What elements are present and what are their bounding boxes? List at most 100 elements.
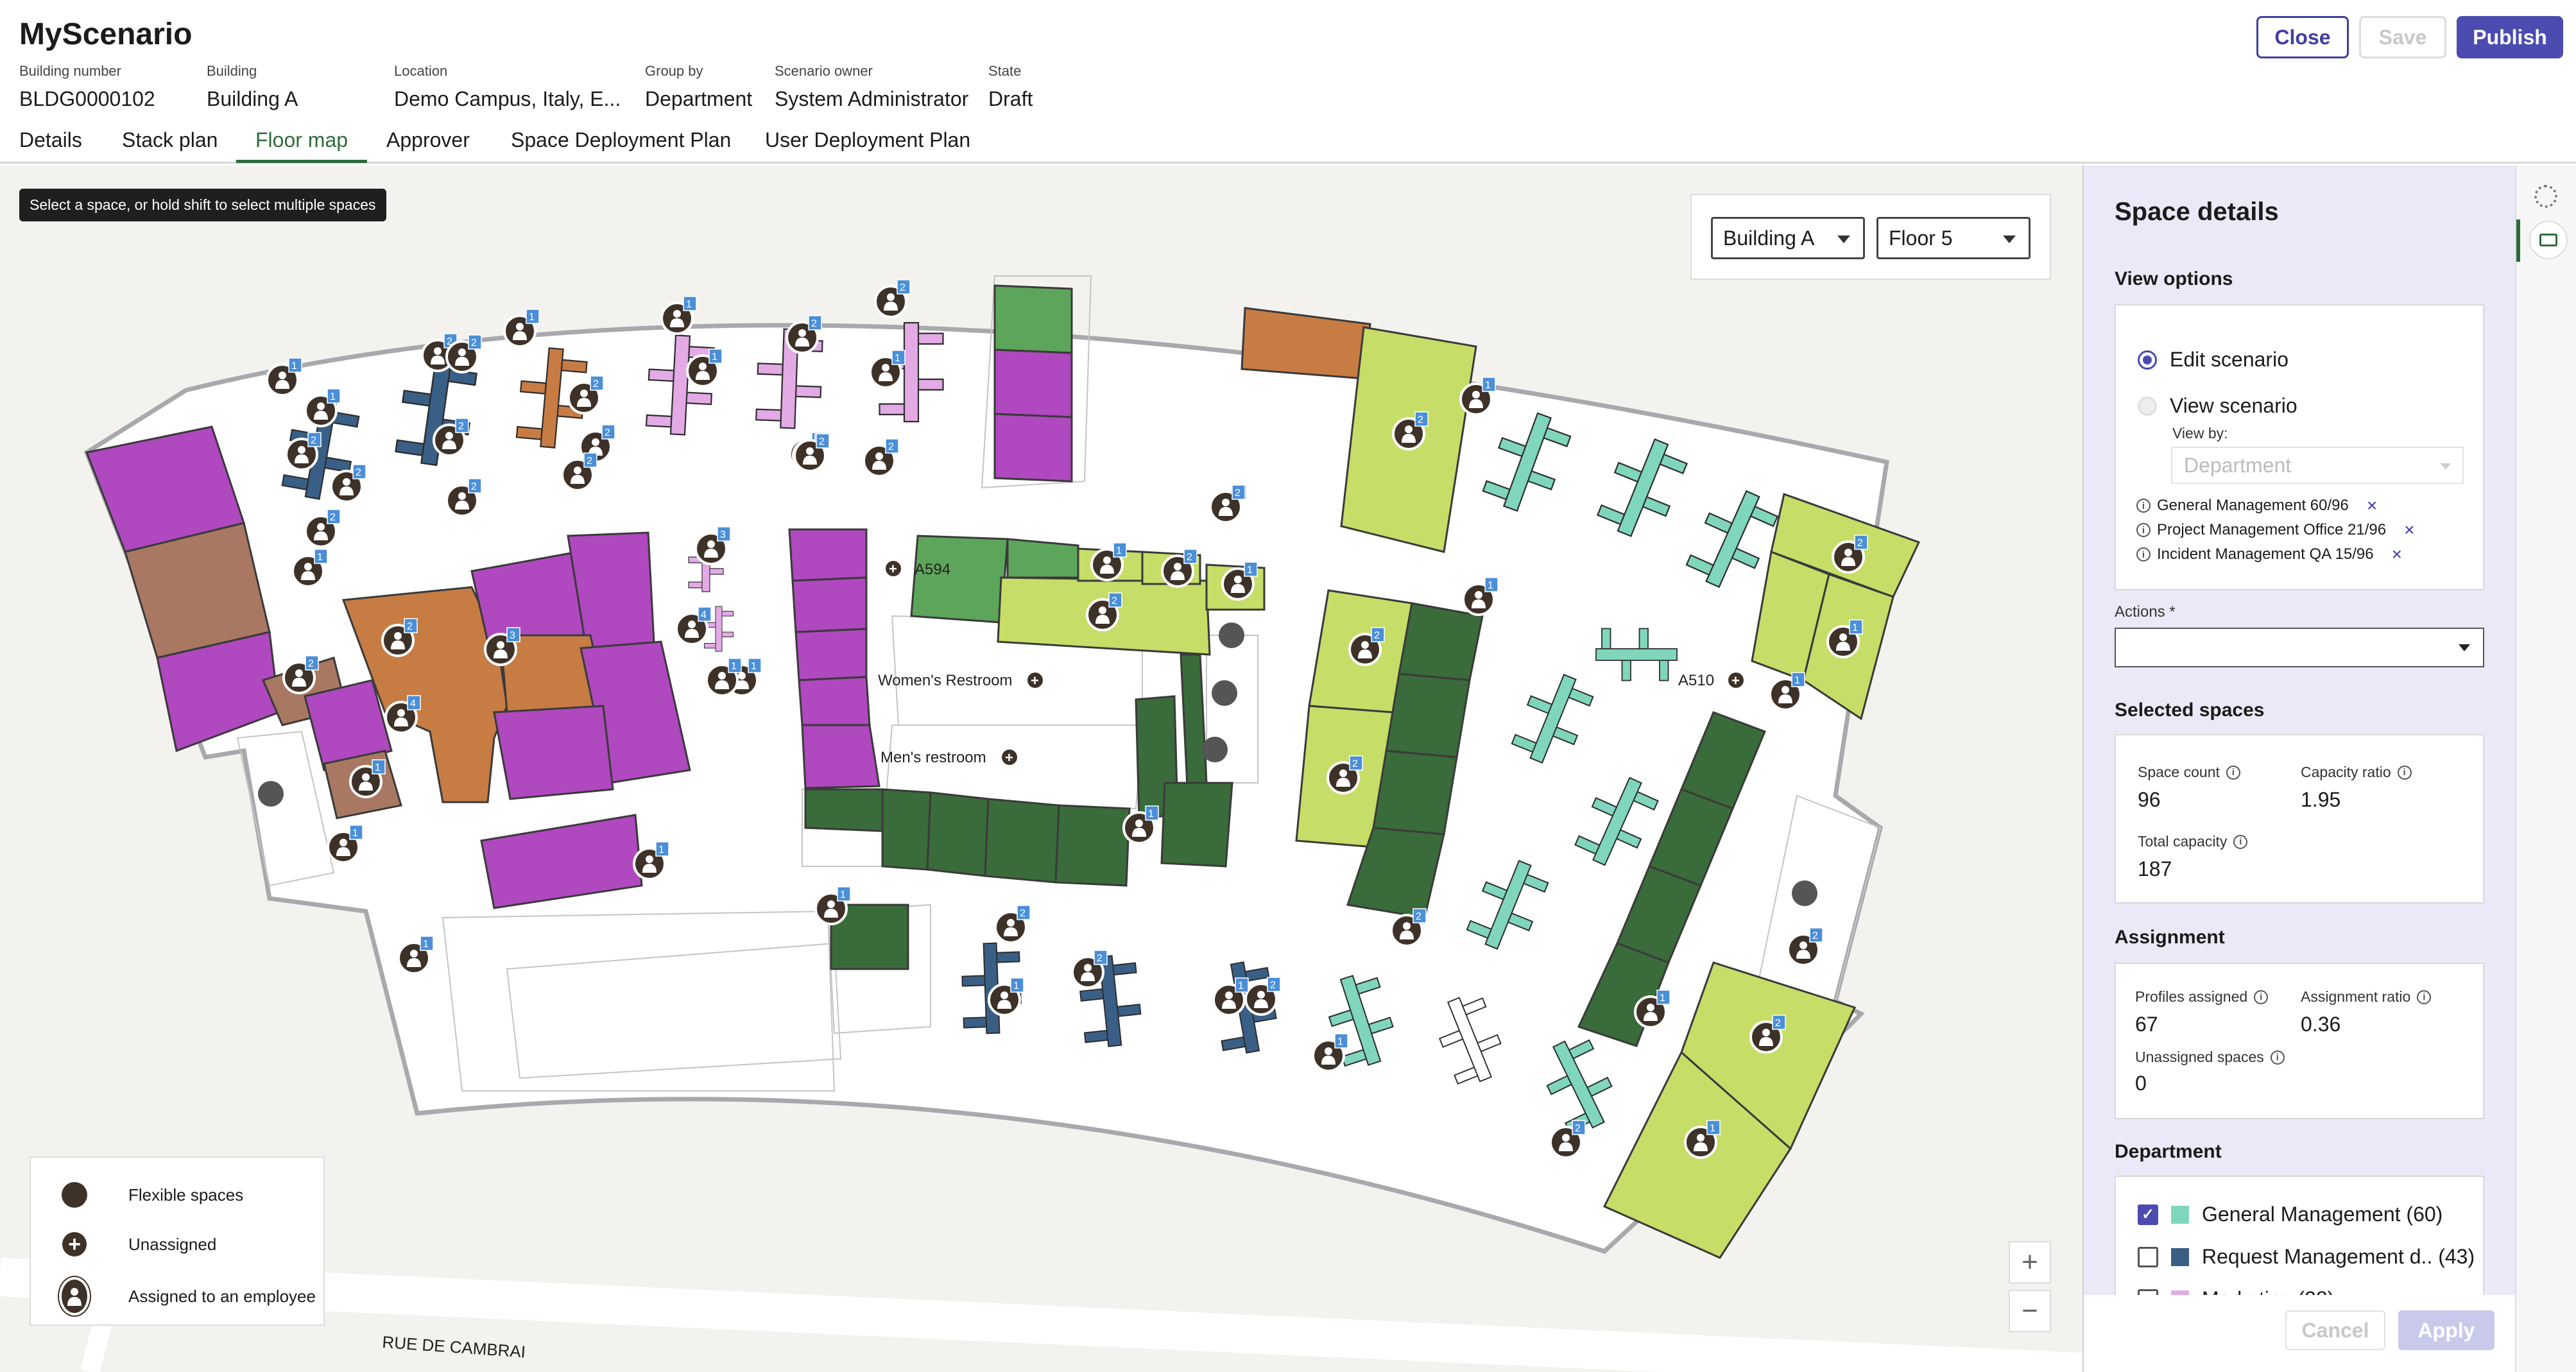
assigned-employee-marker[interactable]: 1 [1212, 977, 1249, 1016]
desk-cluster[interactable] [1077, 954, 1144, 1049]
assigned-employee-marker[interactable]: 1 [1769, 672, 1805, 711]
desk-cluster[interactable] [1572, 769, 1662, 875]
department-item[interactable]: ✓ General Management (60) [2138, 1203, 2443, 1226]
tab-stack-plan[interactable]: Stack plan [122, 128, 218, 151]
desk-cluster[interactable] [395, 352, 478, 468]
desk-cluster[interactable] [1464, 852, 1552, 957]
settings-gear-icon[interactable] [2534, 185, 2557, 208]
desk-cluster[interactable] [1595, 430, 1690, 545]
assigned-employee-marker[interactable]: 2 [874, 279, 911, 318]
edit-scenario-radio[interactable]: Edit scenario [2138, 348, 2288, 372]
desk-cluster[interactable] [1595, 628, 1678, 682]
assigned-employee-marker[interactable]: 1 [327, 825, 363, 864]
assigned-employee-marker[interactable]: 1 [988, 977, 1024, 1016]
assigned-employee-marker[interactable]: 1 [686, 348, 723, 388]
department-item[interactable]: Request Management d.. (43) [2138, 1245, 2475, 1269]
floor-plan-svg[interactable]: RUE DE CAMBRAI [0, 166, 2082, 1372]
assigned-employee-marker[interactable]: 1 [503, 309, 540, 348]
zoom-in-button[interactable]: + [2009, 1241, 2051, 1283]
assigned-employee-marker[interactable]: 3 [484, 627, 520, 666]
close-icon[interactable]: × [2366, 495, 2378, 515]
assigned-employee-marker[interactable]: 2 [1549, 1120, 1586, 1159]
assigned-employee-marker[interactable]: 1 [291, 549, 328, 588]
assigned-employee-marker[interactable]: 2 [304, 509, 341, 548]
tab-space-deployment-plan[interactable]: Space Deployment Plan [511, 128, 732, 151]
assigned-employee-marker[interactable]: 2 [1071, 950, 1108, 989]
checkbox[interactable]: ✓ [2138, 1204, 2158, 1225]
assigned-employee-marker[interactable]: 2 [381, 618, 418, 657]
assigned-employee-marker[interactable]: 2 [1161, 549, 1198, 588]
tab-user-deployment-plan[interactable]: User Deployment Plan [765, 128, 971, 151]
assigned-employee-marker[interactable]: 2 [445, 334, 482, 373]
radio-button[interactable] [2138, 350, 2157, 370]
desk-cluster[interactable] [515, 346, 588, 450]
assigned-employee-marker[interactable]: 2 [445, 478, 482, 517]
publish-button[interactable]: Publish [2457, 16, 2563, 58]
assigned-employee-marker[interactable]: 1 [633, 841, 669, 880]
assigned-employee-marker[interactable]: 1 [397, 936, 434, 975]
assigned-employee-marker[interactable]: 2 [1749, 1015, 1786, 1054]
desk-cluster[interactable] [961, 942, 1022, 1034]
assigned-employee-marker[interactable]: 1 [1826, 619, 1863, 658]
assigned-employee-marker[interactable]: 2 [863, 438, 899, 477]
desk-cluster[interactable] [1509, 666, 1597, 771]
assigned-employee-marker[interactable]: 1 [1312, 1033, 1348, 1072]
apply-button[interactable]: Apply [2398, 1310, 2494, 1350]
assigned-employee-marker[interactable]: 2 [1086, 592, 1122, 631]
assigned-employee-marker[interactable]: 1 [660, 296, 697, 335]
assigned-employee-marker[interactable]: 2 [433, 418, 469, 457]
close-button[interactable]: Close [2256, 16, 2349, 58]
assigned-employee-marker[interactable]: 1 [266, 357, 302, 397]
assigned-employee-marker[interactable]: 1 [1684, 1120, 1721, 1159]
tab-approver[interactable]: Approver [386, 128, 470, 151]
cancel-button[interactable]: Cancel [2285, 1310, 2385, 1350]
assigned-employee-marker[interactable]: 2 [1832, 535, 1868, 574]
desk-cluster[interactable] [704, 606, 734, 652]
radio-button[interactable] [2138, 396, 2157, 416]
desk-cluster[interactable] [1683, 481, 1782, 597]
assigned-employee-marker[interactable]: 1 [304, 388, 341, 427]
assigned-employee-marker[interactable]: 2 [285, 432, 322, 471]
close-icon[interactable]: × [2404, 520, 2415, 540]
assigned-employee-marker[interactable]: 2 [994, 905, 1031, 944]
view-by-select[interactable]: Department [2171, 447, 2464, 484]
tab-details[interactable]: Details [19, 128, 82, 151]
assigned-employee-marker[interactable]: 4 [384, 695, 421, 734]
assigned-employee-marker[interactable]: 1 [1459, 377, 1496, 416]
assigned-employee-marker[interactable]: 2 [282, 655, 319, 694]
assigned-employee-marker[interactable]: 2 [1348, 627, 1385, 666]
assigned-employee-marker[interactable]: 1 [349, 759, 386, 798]
floor-map[interactable]: RUE DE CAMBRAI [0, 166, 2082, 1372]
close-icon[interactable]: × [2391, 544, 2402, 564]
assigned-employee-marker[interactable]: 2 [1244, 977, 1281, 1016]
assigned-employee-marker[interactable]: 2 [1209, 484, 1246, 524]
assigned-employee-marker[interactable]: 1 [1221, 562, 1258, 601]
desk-cluster[interactable] [879, 322, 944, 423]
building-select[interactable]: Building A [1711, 217, 1865, 259]
save-button[interactable]: Save [2359, 16, 2446, 58]
assigned-employee-marker[interactable]: 4 [675, 606, 712, 646]
desk-cluster[interactable] [755, 328, 823, 429]
zoom-out-button[interactable]: − [2009, 1290, 2051, 1332]
actions-select[interactable] [2115, 628, 2484, 667]
assigned-employee-marker[interactable]: 1 [705, 658, 742, 697]
assigned-employee-marker[interactable]: 3 [694, 526, 731, 565]
assigned-employee-marker[interactable]: 2 [1787, 927, 1823, 966]
desk-cluster[interactable] [1533, 1031, 1624, 1137]
assigned-employee-marker[interactable]: 1 [1634, 990, 1670, 1029]
assigned-employee-marker[interactable]: 2 [1390, 908, 1427, 947]
desk-cluster[interactable] [1319, 969, 1402, 1072]
assigned-employee-marker[interactable]: 2 [567, 375, 604, 415]
assigned-employee-marker[interactable]: 2 [330, 464, 366, 503]
assigned-employee-marker[interactable]: 1 [1090, 542, 1127, 581]
assigned-employee-marker[interactable]: 1 [869, 350, 906, 389]
assigned-employee-marker[interactable]: 1 [1122, 805, 1159, 845]
assigned-employee-marker[interactable]: 1 [814, 886, 851, 925]
assigned-employee-marker[interactable]: 2 [421, 333, 458, 372]
assigned-employee-marker[interactable]: 1 [1462, 577, 1498, 616]
assigned-employee-marker[interactable]: 2 [793, 433, 830, 472]
desk-cluster[interactable] [1428, 990, 1511, 1089]
checkbox[interactable] [2138, 1246, 2158, 1267]
assigned-employee-marker[interactable]: 2 [1392, 411, 1429, 450]
tab-floor-map[interactable]: Floor map [236, 128, 368, 163]
